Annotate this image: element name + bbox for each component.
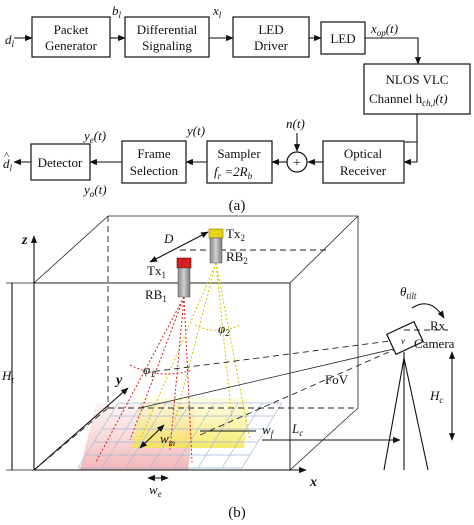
fov-center xyxy=(139,347,399,409)
y-axis-label: y xyxy=(114,373,123,388)
caption-b: (b) xyxy=(228,505,246,521)
phi1-label: φ1 xyxy=(143,362,155,379)
tx2-label: Tx2 xyxy=(226,226,245,243)
ht-label: Ht xyxy=(1,368,14,385)
fov-line-bottom xyxy=(199,347,399,436)
packet-generator-label-2: Generator xyxy=(45,38,98,53)
lc-label: Lc xyxy=(291,421,303,438)
led-driver-label-1: LED xyxy=(258,22,283,37)
phi2-label: φ2 xyxy=(218,321,230,338)
adder-symbol: + xyxy=(293,156,301,171)
arrow-channel-out-seg xyxy=(410,114,418,143)
detector-label: Detector xyxy=(38,155,83,170)
led-label: LED xyxy=(330,31,355,46)
tx1-led-head xyxy=(176,257,192,269)
arrow-to-receiver xyxy=(403,142,418,166)
wm-dimension xyxy=(139,424,165,449)
detector-block xyxy=(30,143,91,181)
sampler-label: Sampler xyxy=(217,146,261,161)
hc-label: Hc xyxy=(429,388,443,405)
x-axis-label: x xyxy=(309,475,317,490)
d-dimension xyxy=(149,231,209,263)
room-edge-tl xyxy=(33,215,109,284)
theta-label: θtilt xyxy=(400,284,417,301)
phi1-arc xyxy=(129,364,193,375)
signal-ye-label: ye(t) xyxy=(82,128,106,145)
tx2-led-head xyxy=(208,228,224,239)
frame-selection-label-1: Frame xyxy=(137,146,170,161)
frame-selection-label-2: Selection xyxy=(130,163,179,178)
we-label: we xyxy=(149,482,162,499)
tripod-left xyxy=(383,357,405,471)
tripod-right xyxy=(403,357,429,471)
room-back-top-right xyxy=(108,215,359,408)
signal-y-label: y(t) xyxy=(185,123,205,138)
rb2-label: RB2 xyxy=(226,249,248,266)
camera-label: Camera xyxy=(414,336,455,351)
packet-generator-block xyxy=(31,16,111,58)
signal-x-label: xl xyxy=(212,3,222,20)
led-driver-block xyxy=(232,16,310,58)
differential-signaling-label-1: Differential xyxy=(137,22,198,37)
nlos-channel-block xyxy=(363,63,471,115)
signal-n-label: n(t) xyxy=(286,116,305,131)
camera-v-mark: v xyxy=(401,336,405,346)
arrow-xop xyxy=(365,37,422,65)
room-illustration: z x y Ht D φ1 φ2 Tx1 RB1 xyxy=(1,215,456,521)
tilt-arc xyxy=(411,303,445,319)
wm-label: wm xyxy=(160,431,176,448)
differential-signaling-label-2: Signaling xyxy=(142,38,192,53)
signal-d-label: dl xyxy=(5,32,15,49)
y-axis xyxy=(33,387,129,471)
fov-line-top xyxy=(149,339,399,373)
sampler-block xyxy=(206,140,273,184)
led-driver-label-2: Driver xyxy=(254,38,289,53)
nlos-channel-label-1: NLOS VLC xyxy=(386,72,449,87)
rb1-label: RB1 xyxy=(145,287,167,304)
sampler-rate: fr =2Rb xyxy=(214,164,253,181)
room-edge-bl xyxy=(33,407,109,471)
rx-camera: v xyxy=(383,303,448,471)
frame-selection-block xyxy=(121,140,187,184)
room-edge-tr xyxy=(289,215,359,284)
tx1-led-body xyxy=(177,267,191,298)
d-label: D xyxy=(163,231,174,246)
signal-b-label: bl xyxy=(112,3,122,20)
signal-yo-label: yo(t) xyxy=(82,182,107,199)
tx2-led-body xyxy=(209,237,223,264)
rx-label: Rx xyxy=(430,318,446,333)
nlos-channel-label-2: Channel hch,l(t) xyxy=(369,91,448,108)
optical-receiver-label-1: Optical xyxy=(344,146,383,161)
signal-dhat-hat: ^ xyxy=(4,150,10,162)
z-axis-label: z xyxy=(21,233,28,248)
tx1-label: Tx1 xyxy=(147,263,166,280)
differential-signaling-block xyxy=(124,16,210,58)
optical-receiver-label-2: Receiver xyxy=(340,163,387,178)
wf-label: wf xyxy=(262,422,275,439)
packet-generator-label-1: Packet xyxy=(54,22,89,37)
caption-a: (a) xyxy=(229,198,246,214)
room-edge-br xyxy=(289,407,359,471)
block-diagram: dl Packet Generator bl Differential Sign… xyxy=(3,3,471,214)
led-block xyxy=(320,21,366,55)
phi2-arc xyxy=(194,324,241,331)
signal-dhat-label: dl xyxy=(3,156,13,173)
fov-label: FoV xyxy=(325,372,349,387)
signal-xop-label: xop(t) xyxy=(370,21,398,38)
